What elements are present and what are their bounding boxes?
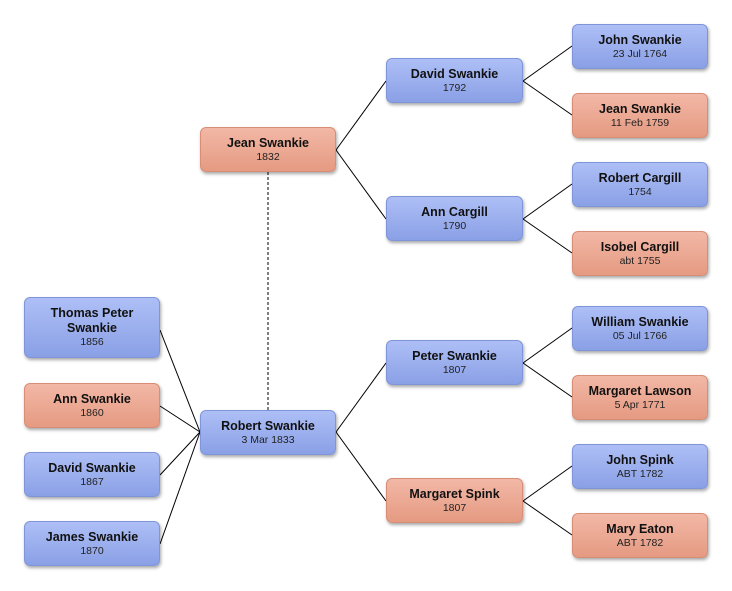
parent-link-line — [522, 327, 573, 364]
person-date: 11 Feb 1759 — [610, 116, 670, 129]
parent-link-line — [522, 465, 573, 502]
person-name: William Swankie — [591, 314, 689, 329]
child-link-line — [159, 405, 201, 433]
person-card-thomas-peter-swankie-1856[interactable]: Thomas Peter Swankie 1856 — [24, 297, 160, 358]
person-date: 1856 — [80, 336, 104, 348]
parent-link-line — [522, 45, 573, 82]
person-card-john-swankie-1764[interactable]: John Swankie 23 Jul 1764 — [572, 24, 708, 69]
parent-link-line — [522, 500, 573, 536]
person-card-ann-swankie-1860[interactable]: Ann Swankie 1860 — [24, 383, 160, 428]
person-date: 1792 — [442, 81, 467, 94]
person-card-john-spink-1782[interactable]: John Spink ABT 1782 — [572, 444, 708, 489]
person-card-isobel-cargill-1755[interactable]: Isobel Cargill abt 1755 — [572, 231, 708, 276]
person-name: Jean Swankie — [599, 101, 681, 116]
person-name: Robert Swankie — [221, 418, 315, 433]
person-card-jean-swankie-1832[interactable]: Jean Swankie 1832 — [200, 127, 336, 172]
person-date: ABT 1782 — [616, 467, 664, 480]
person-card-margaret-lawson-1771[interactable]: Margaret Lawson 5 Apr 1771 — [572, 375, 708, 420]
child-link-line — [159, 431, 201, 545]
parent-link-line — [522, 362, 573, 398]
person-name: Jean Swankie — [227, 135, 309, 150]
person-name: Robert Cargill — [598, 170, 682, 185]
parent-link-line — [522, 218, 573, 254]
person-card-mary-eaton-1782[interactable]: Mary Eaton ABT 1782 — [572, 513, 708, 558]
person-name: Margaret Spink — [409, 486, 500, 501]
person-date: 1870 — [80, 544, 104, 557]
parent-link-line — [522, 80, 573, 116]
person-date: 5 Apr 1771 — [614, 398, 666, 411]
person-name: Thomas Peter Swankie — [50, 306, 134, 335]
person-date: 1807 — [442, 363, 467, 376]
person-card-margaret-spink-1807[interactable]: Margaret Spink 1807 — [386, 478, 523, 523]
person-date: 1790 — [442, 219, 467, 232]
person-name: Ann Swankie — [53, 391, 131, 406]
person-name: Mary Eaton — [606, 521, 674, 536]
person-date: ABT 1782 — [616, 536, 664, 549]
parent-link-line — [335, 431, 387, 502]
person-name: David Swankie — [410, 66, 499, 81]
person-date: 05 Jul 1766 — [612, 329, 668, 342]
parent-link-line — [335, 362, 387, 433]
person-date: 1754 — [628, 185, 652, 198]
person-name: Peter Swankie — [412, 348, 497, 363]
person-name: James Swankie — [45, 529, 139, 544]
person-card-william-swankie-1766[interactable]: William Swankie 05 Jul 1766 — [572, 306, 708, 351]
person-card-ann-cargill-1790[interactable]: Ann Cargill 1790 — [386, 196, 523, 241]
person-card-robert-swankie-1833[interactable]: Robert Swankie 3 Mar 1833 — [200, 410, 336, 455]
person-card-peter-swankie-1807[interactable]: Peter Swankie 1807 — [386, 340, 523, 385]
person-date: 3 Mar 1833 — [241, 433, 295, 446]
person-card-jean-swankie-1759[interactable]: Jean Swankie 11 Feb 1759 — [572, 93, 708, 138]
person-date: abt 1755 — [619, 254, 661, 267]
person-date: 1860 — [80, 406, 104, 419]
child-link-line — [159, 329, 201, 433]
child-link-line — [159, 431, 201, 476]
person-card-david-swankie-1867[interactable]: David Swankie 1867 — [24, 452, 160, 497]
person-name: John Spink — [606, 452, 674, 467]
person-date: 1867 — [80, 475, 104, 488]
person-date: 1832 — [256, 150, 280, 163]
parent-link-line — [522, 183, 573, 220]
person-card-robert-cargill-1754[interactable]: Robert Cargill 1754 — [572, 162, 708, 207]
person-name: John Swankie — [598, 32, 682, 47]
person-name: Ann Cargill — [421, 204, 488, 219]
person-name: Isobel Cargill — [600, 239, 680, 254]
person-name: David Swankie — [48, 460, 136, 475]
person-card-james-swankie-1870[interactable]: James Swankie 1870 — [24, 521, 160, 566]
person-date: 23 Jul 1764 — [612, 47, 668, 60]
person-date: 1807 — [442, 501, 467, 514]
person-card-david-swankie-1792[interactable]: David Swankie 1792 — [386, 58, 523, 103]
person-name: Margaret Lawson — [588, 383, 692, 398]
parent-link-line — [335, 80, 387, 151]
parent-link-line — [335, 149, 387, 220]
